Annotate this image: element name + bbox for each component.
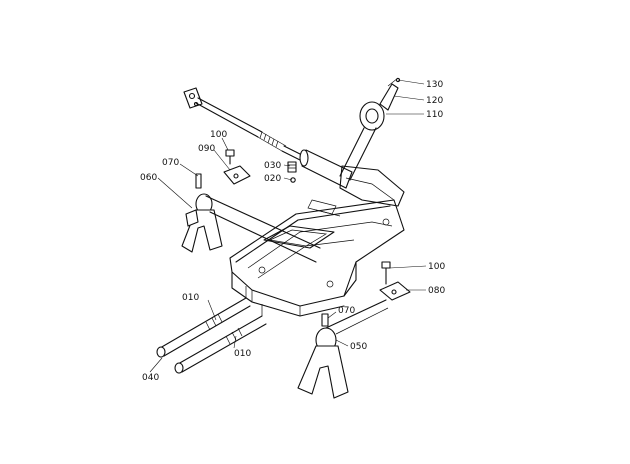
lever-assembly: [339, 77, 401, 181]
callout-080: 080: [428, 286, 445, 296]
callout-030: 030: [264, 161, 281, 171]
callout-010a: 010: [182, 293, 199, 303]
callout-130: 130: [426, 80, 443, 90]
shift-fork-060: [181, 193, 321, 263]
fork-rods: [156, 286, 267, 374]
callout-070b: 070: [338, 306, 355, 316]
callout-120: 120: [426, 96, 443, 106]
right-small-parts: [379, 261, 411, 301]
callout-020: 020: [264, 174, 281, 184]
callout-labels: 130 120 110 100 090 070 060 030 020 100 …: [140, 80, 445, 383]
callout-100a: 100: [210, 130, 227, 140]
callout-110: 110: [426, 110, 443, 120]
callout-060: 060: [140, 173, 157, 183]
housing: [229, 165, 405, 317]
callout-070a: 070: [162, 158, 179, 168]
callout-100b: 100: [428, 262, 445, 272]
callout-050: 050: [350, 342, 367, 352]
leader-lines: [149, 79, 427, 373]
upper-small-parts: [195, 149, 297, 189]
shift-rod: [183, 87, 353, 189]
callout-010b: 010: [234, 349, 251, 359]
callout-040: 040: [142, 373, 159, 383]
callout-090: 090: [198, 144, 215, 154]
